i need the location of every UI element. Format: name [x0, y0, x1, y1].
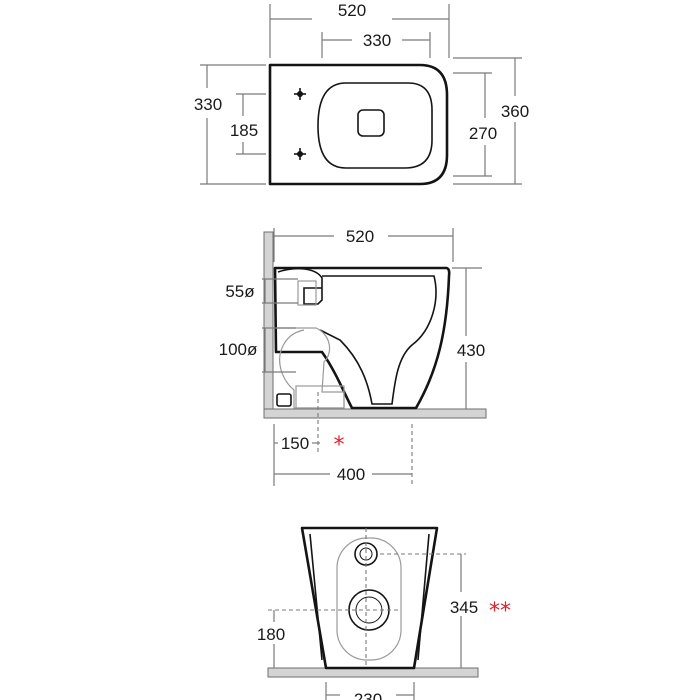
dimension-top-fixing-depth: 185 [230, 93, 266, 155]
dimension-label: 345 [450, 598, 478, 617]
top-view-outlet [357, 109, 385, 137]
dimension-label: 180 [257, 625, 285, 644]
dimension-side-overall: 520 [273, 227, 454, 262]
rear-view-inner-edge [309, 533, 430, 661]
dimension-label: 230 [354, 690, 382, 700]
side-view-bowl [319, 275, 437, 405]
dimension-side-supply-offset: 400 [274, 424, 413, 486]
dimension-label: 430 [457, 341, 485, 360]
side-view-rim [277, 267, 323, 305]
dimension-side-supply-diameter: 55ø [225, 278, 298, 304]
dimension-label: 400 [337, 465, 365, 484]
fixing-hole-icon [294, 148, 306, 160]
dimension-label: 520 [346, 227, 374, 246]
dimension-label: 520 [338, 1, 366, 20]
dimension-side-waste-diameter: 100ø [219, 327, 296, 373]
dimension-label: 360 [501, 102, 529, 121]
dimension-label: 330 [194, 95, 222, 114]
supply-height-asterisks: ** [489, 599, 511, 624]
top-view: 520 330 330 185 [194, 1, 529, 186]
waste-offset-asterisk: * [334, 433, 345, 458]
supply-inlet [297, 280, 317, 306]
waste-flange [295, 385, 345, 409]
floor-fixing [276, 393, 292, 407]
dimension-top-fixing-spacing: 330 [321, 31, 431, 58]
dimension-side-waste-offset: 150 * [273, 392, 345, 486]
dimension-rear-waste-height: 180 [257, 610, 285, 668]
dimension-top-bowl-width: 270 [453, 72, 497, 177]
dimension-label: 55ø [225, 282, 254, 301]
dimension-top-overall: 520 [269, 1, 450, 58]
dimension-label: 185 [230, 121, 258, 140]
rear-view-recess [336, 537, 402, 661]
dimension-label: 270 [469, 124, 497, 143]
dimension-label: 330 [363, 31, 391, 50]
dimension-rear-supply-height: 345 ** [450, 554, 511, 668]
dimension-top-overall-width: 360 [453, 57, 529, 185]
dimension-label: 150 [281, 434, 309, 453]
dimension-top-seat-depth: 330 [194, 64, 266, 185]
top-view-bowl [317, 82, 433, 169]
floor [263, 408, 487, 419]
floor [267, 667, 479, 678]
dimension-rear-base-width: 230 [325, 682, 415, 700]
waste-outlet [276, 327, 345, 409]
rear-view: 180 345 ** 230 [257, 526, 511, 700]
dimension-side-height: 430 [452, 267, 485, 409]
dimension-label: 100ø [219, 340, 258, 359]
side-view-body [273, 266, 451, 410]
side-view: 520 55ø 100ø 430 150 [219, 227, 487, 486]
wall [263, 231, 274, 419]
fixing-hole-icon [294, 88, 306, 100]
